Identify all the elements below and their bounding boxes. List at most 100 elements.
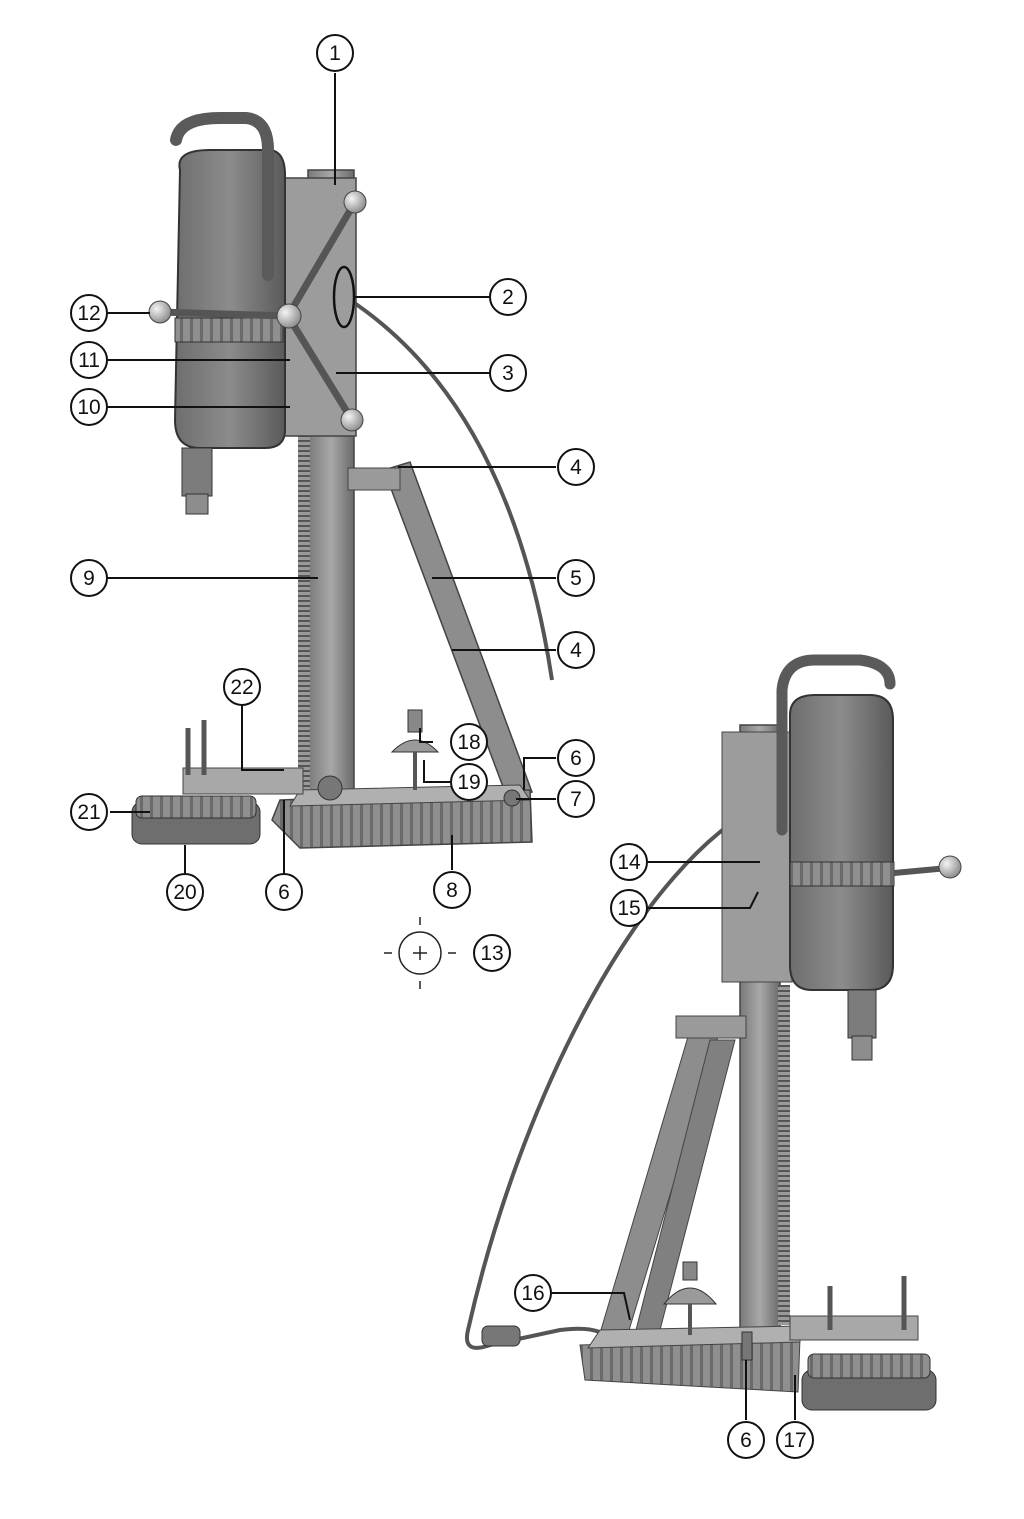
callout-c6a: 6 [557, 739, 595, 777]
callout-c10: 10 [70, 388, 108, 426]
base-bolt [741, 1331, 753, 1361]
callout-circle [433, 871, 471, 909]
callout-number: 13 [480, 942, 503, 965]
callout-number: 6 [740, 1429, 752, 1452]
cable-plug [481, 1325, 521, 1347]
callout-circle [450, 723, 488, 761]
vacuum-arm [182, 767, 304, 795]
callout-number: 16 [521, 1282, 544, 1305]
drill-chuck [847, 989, 877, 1039]
crank-knob [938, 855, 962, 879]
callout-circle [265, 873, 303, 911]
callout-number: 22 [230, 676, 253, 699]
gear-rack [778, 985, 790, 1325]
callout-number: 6 [278, 881, 290, 904]
callout-number: 14 [617, 851, 641, 874]
motor-handle [170, 112, 274, 281]
callout-circle [70, 559, 108, 597]
callout-c16: 16 [514, 1274, 552, 1312]
motor-grip-band [174, 317, 284, 343]
callout-c2: 2 [489, 278, 527, 316]
callout-number: 8 [446, 879, 458, 902]
callout-c20: 20 [166, 873, 204, 911]
support-strut [383, 461, 533, 801]
callout-circle [610, 843, 648, 881]
callout-circle [489, 354, 527, 392]
crank-knob [340, 408, 364, 432]
callout-number: 4 [570, 456, 582, 479]
callout-number: 11 [78, 349, 100, 372]
vacuum-pad-ring [135, 795, 257, 819]
callout-circle [166, 873, 204, 911]
leveling-screw-head [662, 1287, 718, 1305]
callout-circle [70, 294, 108, 332]
callout-c3: 3 [489, 354, 527, 392]
callout-number: 6 [570, 747, 582, 770]
callout-number: 19 [457, 771, 480, 794]
callout-circle [557, 559, 595, 597]
callout-c4a: 4 [557, 448, 595, 486]
callout-number: 9 [83, 567, 95, 590]
vacuum-pad-ring [807, 1353, 931, 1379]
callout-number: 2 [502, 286, 514, 309]
motor-housing [789, 694, 894, 991]
leveling-screw-knob [682, 1261, 698, 1281]
callout-circle [776, 1421, 814, 1459]
callout-c19: 19 [450, 763, 488, 801]
motor-grip-band [789, 861, 895, 887]
callout-circle [450, 763, 488, 801]
callout-circle [557, 448, 595, 486]
callout-circle [473, 934, 511, 972]
callout-c15: 15 [610, 889, 648, 927]
callout-circle [70, 388, 108, 426]
callout-c9: 9 [70, 559, 108, 597]
callout-circle [557, 631, 595, 669]
power-cable [348, 298, 554, 681]
callout-number: 20 [173, 881, 196, 904]
crank-knob [343, 190, 367, 214]
pivot-bolt [317, 775, 343, 801]
motor-handle [776, 654, 896, 836]
callout-c13: 13 [473, 934, 511, 972]
drill-chuck [181, 447, 213, 497]
callout-circle [70, 793, 108, 831]
callout-c6c: 6 [727, 1421, 765, 1459]
crank-arm [285, 314, 355, 422]
strut-bracket [675, 1015, 747, 1039]
callout-c4b: 4 [557, 631, 595, 669]
callout-number: 5 [570, 567, 582, 590]
callout-c14: 14 [610, 843, 648, 881]
leader-lines [107, 73, 796, 1420]
callout-circle [316, 34, 354, 72]
crank-knob [148, 300, 172, 324]
vacuum-arm [789, 1315, 919, 1341]
drill-stand-rear-view [465, 654, 962, 1411]
callout-circle [514, 1274, 552, 1312]
center-mark [384, 917, 456, 989]
callout-c7: 7 [557, 780, 595, 818]
drill-spindle [851, 1035, 873, 1061]
leveling-screw-knob [407, 709, 423, 733]
callout-c22: 22 [223, 668, 261, 706]
callout-number: 1 [329, 42, 341, 65]
callout-circle [70, 341, 108, 379]
drill-spindle [185, 493, 209, 515]
callout-circle [557, 739, 595, 777]
callout-circle [557, 780, 595, 818]
callout-c8: 8 [433, 871, 471, 909]
power-cable [465, 798, 771, 1350]
callout-c1: 1 [316, 34, 354, 72]
strut-bracket [347, 467, 401, 491]
callout-number: 18 [457, 731, 480, 754]
callout-c6b: 6 [265, 873, 303, 911]
callout-number: 3 [502, 362, 514, 385]
callout-c21: 21 [70, 793, 108, 831]
crank-hub [276, 303, 302, 329]
callout-number: 10 [77, 396, 100, 419]
callout-circle [610, 889, 648, 927]
callout-c11: 11 [70, 341, 108, 379]
callout-number: 4 [570, 639, 582, 662]
callout-circle [489, 278, 527, 316]
